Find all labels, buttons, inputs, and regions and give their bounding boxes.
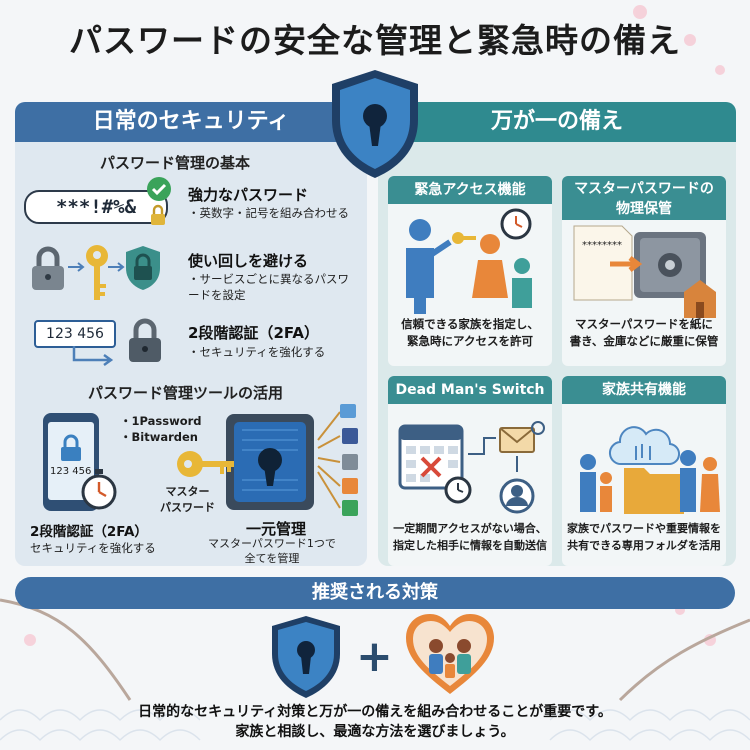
paper-stars: ******** <box>582 240 622 251</box>
plus-sign: + <box>356 631 393 682</box>
shield-lock-small-icon <box>126 246 160 290</box>
conclusion-line-2: 家族と相談し、最適な方法を選びましょう。 <box>235 724 515 740</box>
twofa-bottom-title: 2段階認証（2FA） <box>30 524 148 540</box>
central-management-title: 一元管理 <box>246 520 307 538</box>
card-desc: 一定期間アクセスがない場合、 指定した相手に情報を自動送信 <box>393 522 547 552</box>
check-icon <box>147 177 171 201</box>
code-sample: 123 456 <box>34 320 116 348</box>
family-sharing-card: 家族共有機能 家族でパスワードや重要情報を 共有できる専用フォルダを活用 <box>562 376 726 566</box>
cloud-folder-family-icon <box>580 426 720 514</box>
twofa-desc: ・セキュリティを強化する <box>188 345 326 359</box>
conclusion-line-1: 日常的なセキュリティ対策と万が一の備えを組み合わせることが重要です。 <box>138 704 612 720</box>
arrow-right-icon <box>68 262 85 272</box>
avoid-reuse-desc: ・サービスごとに異なるパスワードを設定 <box>188 272 349 302</box>
shield-lock-icon <box>332 70 418 178</box>
twofa-title: 2段階認証（2FA） <box>188 324 320 342</box>
strong-password-desc: ・英数字・記号を組み合わせる <box>188 206 349 220</box>
page-title: パスワードの安全な管理と緊急時の備え <box>69 21 681 60</box>
card-title: マスターパスワードの 物理保管 <box>562 176 726 220</box>
calendar-email-icon <box>398 421 545 514</box>
phone-code: 123 456 <box>50 466 92 477</box>
conclusion-text: 日常的なセキュリティ対策と万が一の備えを組み合わせることが重要です。 家族と相談… <box>0 702 750 742</box>
key-icon <box>177 451 234 477</box>
card-title: 緊急アクセス機能 <box>388 176 552 204</box>
card-title: 家族共有機能 <box>562 376 726 404</box>
tool-1password: ・1Password <box>120 414 202 428</box>
card-desc: マスターパスワードを紙に 書き、金庫などに厳重に保管 <box>569 317 719 348</box>
left-header: 日常のセキュリティ <box>15 102 367 142</box>
card-desc: 家族でパスワードや重要情報を 共有できる専用フォルダを活用 <box>567 522 721 552</box>
padlock-gray-icon <box>32 246 64 290</box>
family-heart-icon <box>406 614 494 694</box>
arrow-right-icon <box>108 262 125 272</box>
right-header: 万が一の備え <box>378 102 736 142</box>
stopwatch-icon <box>81 469 117 510</box>
recommended-header: 推奨される対策 <box>15 577 735 609</box>
key-icon <box>86 245 108 300</box>
card-title: Dead Man's Switch <box>388 376 552 404</box>
twofa-bottom-desc: セキュリティを強化する <box>30 541 156 555</box>
arrow-right-icon <box>72 346 114 367</box>
tools-title: パスワード管理ツールの活用 <box>88 384 284 402</box>
master-password-label: マスター パスワード <box>160 485 215 514</box>
card-desc: 信頼できる家族を指定し、 緊急時にアクセスを許可 <box>401 317 539 348</box>
central-management-desc: マスターパスワード1つで 全てを管理 <box>208 537 336 565</box>
avoid-reuse-title: 使い回しを避ける <box>188 252 309 270</box>
basics-title: パスワード管理の基本 <box>100 154 251 172</box>
paper-and-safe-icon <box>573 225 716 318</box>
connected-services <box>317 404 358 516</box>
family-handing-key-icon <box>406 208 532 314</box>
strong-password-title: 強力なパスワード <box>188 186 309 204</box>
tool-bitwarden: ・Bitwarden <box>120 430 198 444</box>
password-sample: ***!#%& <box>24 190 168 224</box>
vault-icon <box>226 414 314 510</box>
shield-lock-icon <box>272 616 340 698</box>
padlock-icon <box>151 204 165 225</box>
padlock-icon <box>129 318 161 362</box>
